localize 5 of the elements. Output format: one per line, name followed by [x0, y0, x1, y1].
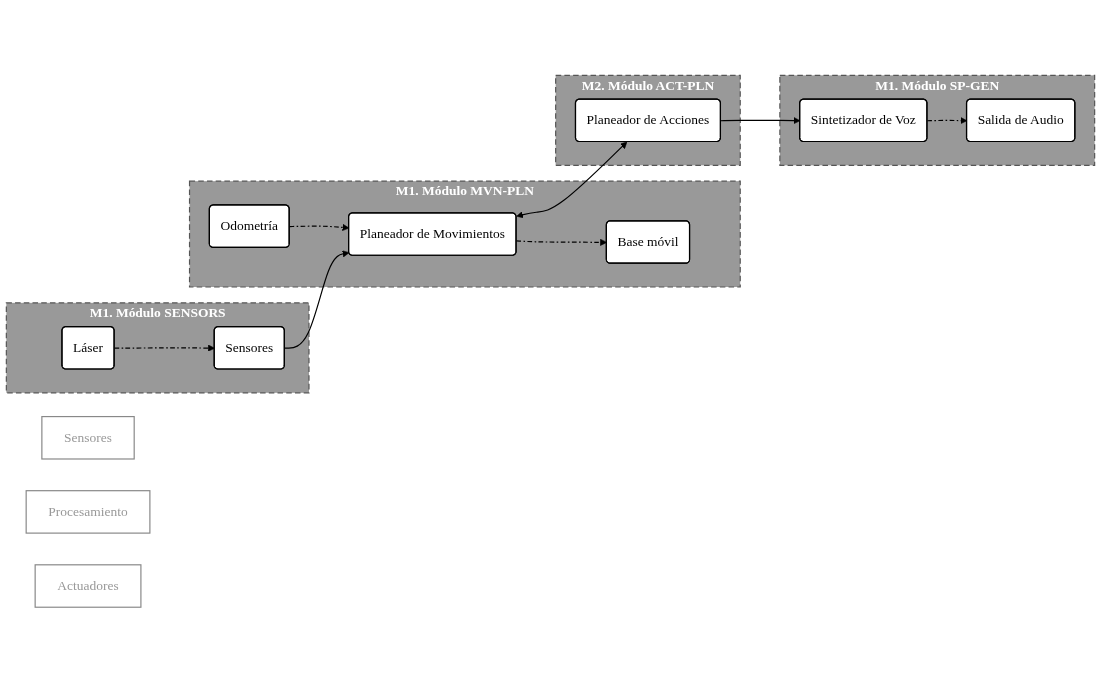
node-box: Sensores — [41, 415, 135, 460]
node-box: Actuadores — [34, 563, 142, 608]
arrow — [284, 250, 350, 349]
node-box: Procesamiento — [25, 489, 151, 534]
arrow — [516, 141, 628, 218]
